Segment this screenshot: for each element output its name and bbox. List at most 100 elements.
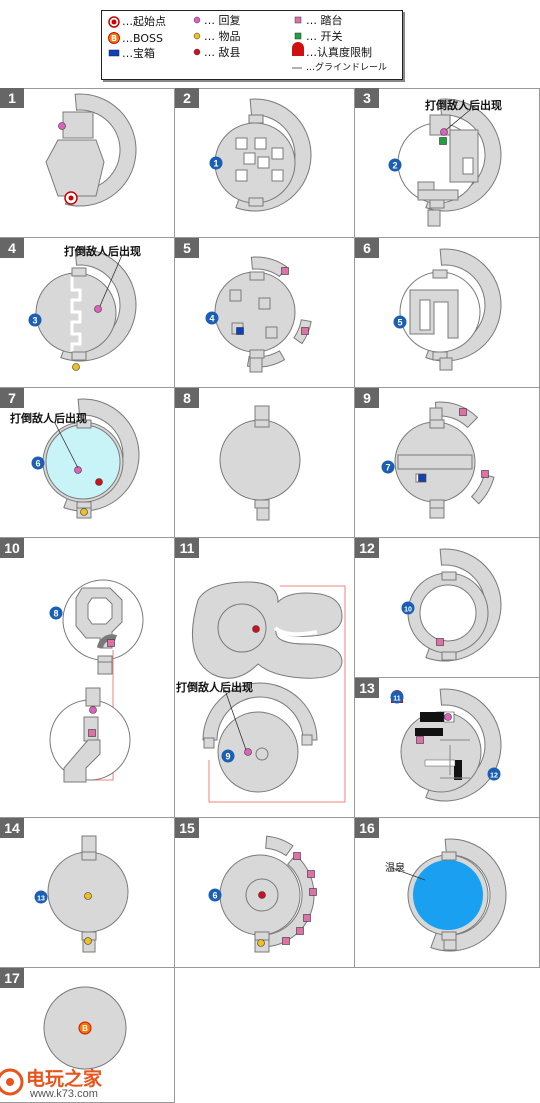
door-link-marker (34, 890, 48, 904)
room-block (203, 737, 215, 749)
obstacle-block (265, 326, 278, 339)
enemy (95, 478, 103, 486)
grind-rail-line (208, 585, 346, 803)
grind-rail-walkway (430, 838, 507, 952)
callout-line (445, 109, 471, 131)
hot-spring-pool (413, 860, 483, 930)
maze-inner (87, 597, 113, 625)
room-block (62, 111, 94, 139)
room-cell-5: 5 (175, 238, 355, 388)
legend-recover-label: … 回复 (204, 14, 241, 27)
door-link-marker (401, 601, 415, 615)
room-block (249, 357, 263, 373)
room-block (417, 189, 459, 201)
room-number-11: 11 (175, 538, 199, 558)
legend-box: B …起始点 …BOSS …宝箱 … 回复 … 物品 … 敌县 … 踏台 … 开… (101, 10, 403, 80)
enemy-icon (193, 48, 201, 56)
room-block (97, 661, 113, 675)
legend-platform-label: … 踏台 (306, 14, 343, 27)
recover-icon (193, 16, 201, 24)
recover-point (74, 466, 82, 474)
room-number-4: 4 (0, 238, 24, 258)
wall-black (420, 712, 444, 722)
room-number-16: 16 (355, 818, 379, 838)
door-link-marker (49, 606, 63, 620)
door-link-marker-label: 4 (209, 314, 214, 324)
room-floor (400, 711, 482, 793)
door-link-marker-label: 7 (385, 463, 390, 473)
platform (481, 470, 489, 478)
grind-rail-walkway (425, 688, 502, 802)
door-link-marker (390, 690, 404, 704)
loop-gap (273, 626, 318, 637)
grind-rail-walkway (470, 474, 495, 505)
doorway (71, 351, 87, 361)
recover-point (89, 706, 97, 714)
room-cell-2: 2 (175, 88, 355, 238)
room-block (429, 507, 445, 519)
doorway (432, 269, 448, 279)
item (257, 939, 265, 947)
door-link-marker (388, 158, 402, 172)
item (72, 363, 80, 371)
door-link-marker-label: 9 (225, 752, 230, 762)
platform (436, 638, 444, 646)
room-block (439, 357, 453, 371)
door-link-marker-label: 6 (35, 459, 40, 469)
room-block (256, 507, 270, 521)
room-number-9: 9 (355, 388, 379, 408)
note-room-3: 打倒敌人后出现 (425, 99, 502, 112)
obstacle-block (254, 137, 267, 150)
watermark-url: www.k73.com (30, 1088, 98, 1100)
platform (301, 327, 309, 335)
doorway (76, 419, 92, 429)
stairs (97, 634, 118, 649)
grind-rail-walkway (425, 248, 502, 362)
recover-point (58, 122, 66, 130)
doorway (429, 199, 445, 209)
grind-rail-walkway (60, 248, 137, 362)
platform (293, 852, 301, 860)
wall-notches (70, 276, 82, 352)
room-cell-7: 7 (0, 388, 175, 538)
note-room-4: 打倒敌人后出现 (64, 245, 141, 258)
room-floor (219, 419, 301, 501)
door-link-marker-label: 13 (37, 896, 45, 903)
platform (281, 267, 289, 275)
enemy (258, 891, 266, 899)
platform (282, 937, 290, 945)
room-number-7: 7 (0, 388, 24, 408)
platform (307, 870, 315, 878)
boss-point (78, 1021, 92, 1035)
doorway (249, 271, 265, 281)
corridor-block (63, 739, 101, 783)
item (84, 892, 92, 900)
doorway (248, 114, 264, 124)
legend-boss-label: …BOSS (122, 32, 163, 45)
door-link-marker-label: 10 (404, 607, 412, 614)
doorway (429, 499, 445, 509)
cert-limit-icon (292, 42, 304, 56)
start-point-dot (68, 195, 74, 201)
legend-chest-label: …宝箱 (122, 47, 155, 60)
room-number-17: 17 (0, 968, 24, 988)
door-link-marker (31, 456, 45, 470)
platform (303, 914, 311, 922)
door-link-marker-label: 1 (213, 159, 218, 169)
hot-water-pool (45, 424, 121, 500)
room-number-6: 6 (355, 238, 379, 258)
door-link-marker-label: 3 (32, 316, 37, 326)
watermark-site-name: 电玩之家 (26, 1068, 103, 1090)
boss-icon-letter: B (111, 34, 118, 43)
room-block (443, 939, 457, 951)
door-link-marker (28, 313, 42, 327)
room-number-10: 10 (0, 538, 24, 558)
doorway (441, 571, 457, 581)
chest (236, 327, 244, 335)
legend-icons (108, 16, 304, 69)
wall-black (415, 728, 443, 736)
pillar (255, 747, 269, 761)
grind-rail-walkway (235, 98, 312, 212)
item (80, 508, 88, 516)
wall-white (424, 759, 456, 767)
